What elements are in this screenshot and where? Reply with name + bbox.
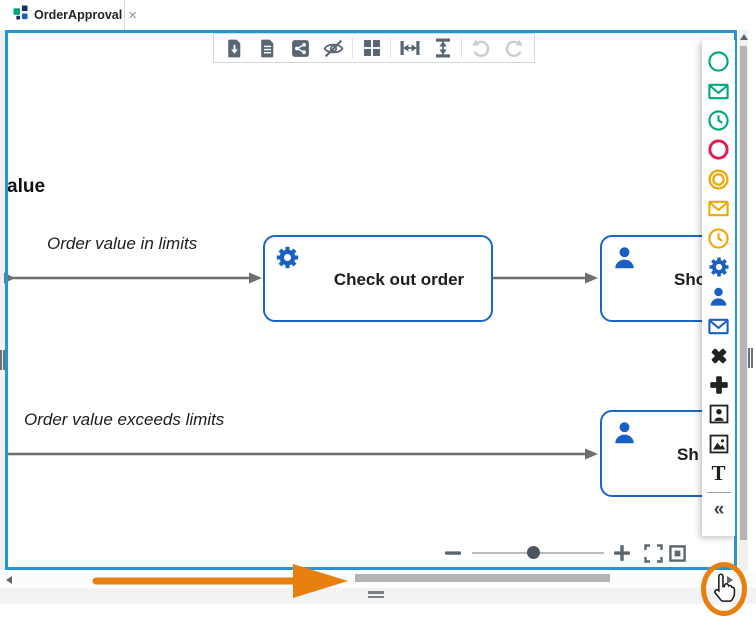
- task-label: Sh: [677, 445, 699, 464]
- vertical-scrollbar-thumb[interactable]: [740, 46, 747, 540]
- toolbar-separator: [461, 38, 462, 58]
- message-start-event-tool[interactable]: [702, 76, 735, 105]
- document-button[interactable]: [251, 35, 284, 61]
- timer-start-event-tool[interactable]: [702, 106, 735, 135]
- annotation-circle: [701, 562, 747, 616]
- fullscreen-button[interactable]: [643, 543, 664, 563]
- task-check-out-order[interactable]: Check out order: [263, 235, 493, 322]
- service-task-tool[interactable]: [702, 253, 735, 282]
- diagram-canvas[interactable]: alue Order value in limits Order value e…: [0, 0, 735, 568]
- zoom-slider-thumb[interactable]: [527, 546, 540, 559]
- hand-cursor-icon: [709, 571, 740, 612]
- tab-title: OrderApproval: [34, 8, 123, 22]
- toolbar-separator: [352, 38, 353, 58]
- tab-order-approval[interactable]: OrderApproval ×: [7, 0, 137, 30]
- start-event-tool[interactable]: [702, 47, 735, 76]
- tab-bar: OrderApproval ×: [0, 0, 756, 30]
- palette-divider: [706, 491, 731, 493]
- exclusive-gateway-tool[interactable]: [702, 341, 735, 370]
- collapse-palette-button[interactable]: «: [702, 495, 735, 524]
- flow-label-exceeds-limits: Order value exceeds limits: [24, 410, 225, 429]
- end-event-tool[interactable]: [702, 135, 735, 164]
- intermediate-event-tool[interactable]: [702, 165, 735, 194]
- diagram-icon: [13, 5, 28, 25]
- fit-height-button[interactable]: [426, 35, 459, 61]
- left-splitter-grip[interactable]: [0, 350, 6, 370]
- scroll-left-icon[interactable]: [6, 576, 12, 584]
- fit-to-screen-button[interactable]: [667, 544, 687, 562]
- flow-label-in-limits: Order value in limits: [47, 234, 198, 253]
- parallel-gateway-tool[interactable]: [702, 370, 735, 399]
- image-shape-tool[interactable]: [702, 429, 735, 458]
- hide-flows-button[interactable]: [317, 35, 350, 61]
- gear-icon: [274, 244, 301, 276]
- message-intermediate-event-tool[interactable]: [702, 194, 735, 223]
- save-image-button[interactable]: [218, 35, 251, 61]
- send-task-tool[interactable]: [702, 312, 735, 341]
- text-tool-glyph: T: [711, 461, 726, 486]
- user-icon: [611, 244, 638, 276]
- toolbar-separator: [390, 38, 391, 58]
- user-task-tool[interactable]: [702, 282, 735, 311]
- redo-button[interactable]: [497, 35, 530, 61]
- gateway-label: alue: [7, 176, 46, 197]
- undo-button[interactable]: [464, 35, 497, 61]
- splitter-handle[interactable]: [368, 591, 384, 598]
- close-icon[interactable]: ×: [128, 6, 137, 24]
- horizontal-scrollbar-thumb[interactable]: [355, 574, 610, 582]
- fit-width-button[interactable]: [393, 35, 426, 61]
- share-button[interactable]: [284, 35, 317, 61]
- text-annotation-tool[interactable]: T: [702, 458, 735, 487]
- zoom-out-button[interactable]: [443, 544, 463, 562]
- shape-palette: T «: [702, 40, 735, 536]
- timer-intermediate-event-tool[interactable]: [702, 223, 735, 252]
- right-splitter-grip[interactable]: [748, 348, 754, 368]
- user-shape-tool[interactable]: [702, 400, 735, 429]
- scroll-up-icon[interactable]: [740, 34, 748, 40]
- task-label: Check out order: [333, 270, 465, 289]
- collapse-icon: «: [713, 498, 725, 520]
- user-icon: [611, 419, 638, 451]
- task-label: Sho: [674, 270, 707, 289]
- left-panel-strip: [0, 30, 5, 570]
- canvas-toolbar: [213, 33, 535, 63]
- zoom-in-button[interactable]: [612, 544, 632, 562]
- grid-button[interactable]: [355, 35, 388, 61]
